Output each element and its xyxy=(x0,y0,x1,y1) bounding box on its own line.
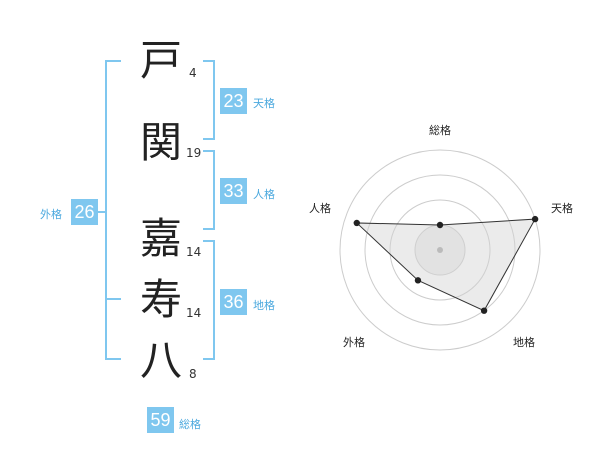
stroke-count-3: 14 xyxy=(186,245,202,259)
jinkaku-label: 人格 xyxy=(253,188,275,201)
gaikaku-bracket-line xyxy=(105,60,107,360)
gaikaku-bracket-top xyxy=(105,60,121,62)
tenkaku-value: 23 xyxy=(220,88,247,114)
radar-point-1 xyxy=(436,221,444,229)
name-char-3: 嘉 xyxy=(140,214,183,263)
radar-axis-label-2: 天格 xyxy=(551,201,573,215)
radar-area xyxy=(355,218,536,312)
radar-point-3 xyxy=(480,307,488,314)
chikaku-bracket-bottom xyxy=(203,358,215,360)
tenkaku-bracket-line xyxy=(213,60,215,140)
radar-ring-3 xyxy=(364,174,516,326)
jinkaku-bracket-line xyxy=(213,150,215,230)
gaikaku-label: 外格 xyxy=(40,208,62,221)
radar-ring-2 xyxy=(389,199,491,301)
radar-axis-label-1: 総格 xyxy=(429,123,451,137)
gaikaku-bracket-mid xyxy=(105,298,121,300)
radar-point-5 xyxy=(353,219,360,227)
stroke-count-1: 4 xyxy=(189,66,197,80)
stroke-count-4: 14 xyxy=(186,306,202,320)
tenkaku-bracket-bottom xyxy=(203,138,215,140)
name-char-2: 関 xyxy=(140,118,183,167)
gaikaku-bracket-bottom xyxy=(105,358,121,360)
tenkaku-label: 天格 xyxy=(253,97,275,110)
name-char-1: 戸 xyxy=(140,36,183,85)
radar-ring-4 xyxy=(339,149,541,351)
chikaku-value: 36 xyxy=(220,289,247,315)
stroke-count-2: 19 xyxy=(186,146,202,160)
radar-axis-label-5: 人格 xyxy=(309,201,331,215)
chikaku-label: 地格 xyxy=(253,299,275,312)
stroke-count-5: 8 xyxy=(189,367,197,381)
jinkaku-value: 33 xyxy=(220,178,247,204)
name-char-4: 寿 xyxy=(140,275,183,324)
jinkaku-bracket-top xyxy=(203,150,215,152)
soukaku-label: 総格 xyxy=(179,418,201,431)
radar-center-point xyxy=(437,247,443,253)
tenkaku-bracket-top xyxy=(203,60,215,62)
radar-point-4 xyxy=(414,277,422,284)
jinkaku-bracket-bottom xyxy=(203,228,215,230)
radar-axis-label-3: 地格 xyxy=(513,335,535,349)
gaikaku-connector xyxy=(98,211,107,213)
radar-axis-label-4: 外格 xyxy=(343,335,365,349)
gaikaku-value: 26 xyxy=(71,199,98,225)
radar-point-2 xyxy=(531,215,539,223)
chikaku-bracket-line xyxy=(213,240,215,360)
name-char-5: 八 xyxy=(140,336,183,385)
soukaku-value: 59 xyxy=(147,407,174,433)
chikaku-bracket-top xyxy=(203,240,215,242)
